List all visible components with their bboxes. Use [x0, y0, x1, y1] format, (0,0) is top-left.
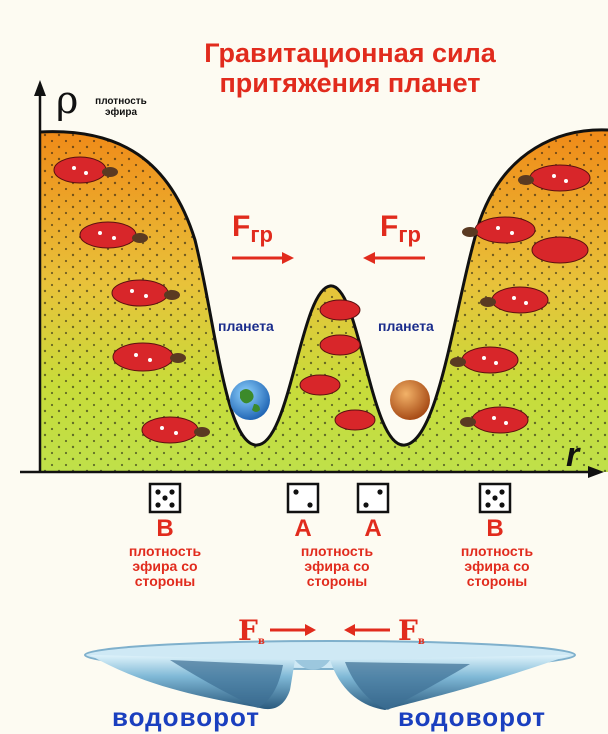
- planet-label-left: планета: [218, 318, 274, 334]
- planet-label-right: планета: [378, 318, 434, 334]
- whirlpool-label-right: водоворот: [398, 702, 546, 732]
- creature-spots: [72, 166, 568, 435]
- ether-creatures: [53, 156, 591, 444]
- density-box-a-left: [286, 482, 320, 514]
- whirlpool-label-left: водоворот: [112, 702, 260, 732]
- diagram-title: Гравитационная сила притяжения планет: [204, 38, 496, 98]
- fw-left-label: Fв: [238, 614, 265, 647]
- fgr-left-label: Fгр: [232, 210, 273, 247]
- desc-a: плотность эфира со стороны: [300, 543, 374, 589]
- creature-heads: [102, 167, 534, 437]
- desc-b-left: плотность эфира со стороны: [128, 543, 202, 589]
- density-box-a-right: [356, 482, 390, 514]
- desc-b-right: плотность эфира со стороны: [460, 543, 534, 589]
- label-b-right: B: [486, 515, 504, 542]
- fw-right-label: Fв: [398, 614, 425, 647]
- label-a-left: A: [294, 515, 312, 542]
- label-b-left: B: [156, 515, 174, 542]
- x-axis-symbol: r: [566, 436, 580, 474]
- y-axis-symbol: ρ: [56, 78, 79, 122]
- mars-planet: [390, 380, 430, 420]
- density-box-b-right: [478, 482, 512, 514]
- label-a-right: A: [364, 515, 382, 542]
- y-axis-sub-label: плотность эфира: [95, 96, 147, 118]
- whirlpool-water: [84, 640, 576, 710]
- density-box-b-left: [148, 482, 182, 514]
- fgr-right-label: Fгр: [380, 210, 421, 247]
